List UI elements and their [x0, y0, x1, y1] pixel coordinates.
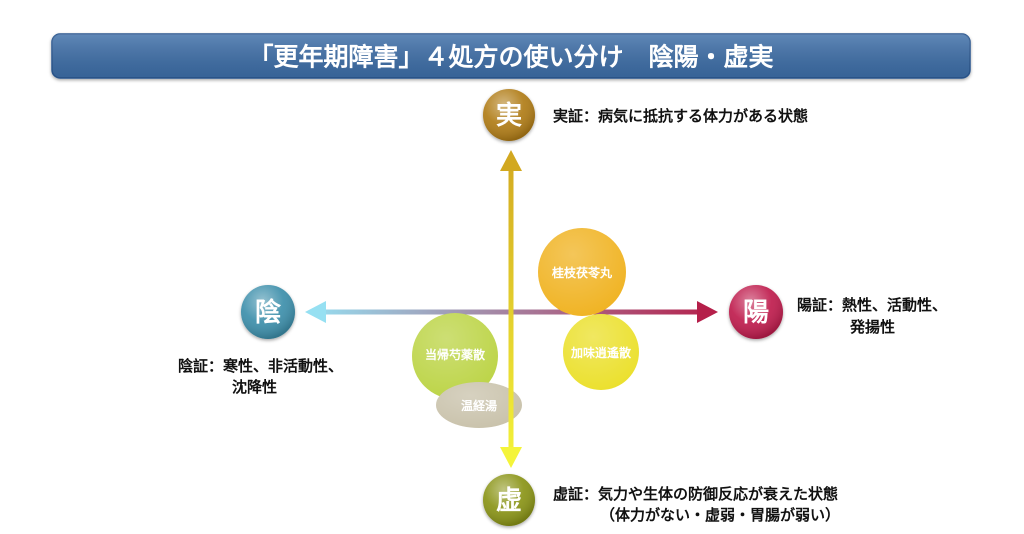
kyo-jitsu-axis-arrow — [500, 150, 522, 468]
pole-label: 実 — [496, 100, 522, 131]
pole-description: 実証：病気に抵抗する体力がある状態 — [553, 107, 808, 125]
arrowhead-left-icon — [305, 301, 326, 323]
formula-tokishakuyakusan: 当帰芍薬散 — [412, 313, 498, 399]
title-bar: 「更年期障害」４処方の使い分け 陰陽・虚実 — [51, 33, 971, 79]
arrowhead-up-icon — [500, 150, 522, 171]
formula-label: 温経湯 — [461, 398, 497, 413]
pole-badge-gloss — [483, 474, 535, 526]
formula-label: 当帰芍薬散 — [425, 347, 486, 362]
pole-label: 陰 — [255, 297, 282, 328]
pole-description: 陰証：寒性、非活動性、 — [178, 357, 343, 375]
pole-badge-gloss — [729, 285, 783, 339]
pole-description-line-2: 沈降性 — [232, 378, 277, 396]
pole-description: 陽証：熱性、活動性、 — [797, 296, 947, 314]
pole-kyo: 虚 虚証：気力や生体の防御反応が衰えた状態 （体力がない・虚弱・胃腸が弱い） — [483, 474, 840, 526]
pole-badge-gloss — [241, 285, 295, 339]
page-title: 「更年期障害」４処方の使い分け 陰陽・虚実 — [248, 43, 773, 72]
pole-label: 虚 — [496, 486, 522, 516]
pole-badge-gloss — [483, 89, 535, 141]
title-bar-sheen — [52, 34, 970, 78]
formula-unkeito: 温経湯 — [436, 382, 522, 428]
formula-bubble-gloss — [436, 382, 522, 428]
pole-description-line-2: 発揚性 — [849, 318, 895, 336]
formula-kamishoyosan: 加味逍遙散 — [563, 314, 639, 390]
pole-description: 虚証：気力や生体の防御反応が衰えた状態 — [553, 485, 838, 503]
pole-label: 陽 — [743, 298, 769, 328]
formula-bubble-gloss — [412, 313, 498, 399]
formula-label: 桂枝茯苓丸 — [551, 265, 613, 280]
pole-yo: 陽 陽証：熱性、活動性、 発揚性 — [729, 285, 947, 339]
arrowhead-down-icon — [500, 447, 522, 468]
formula-bubble-gloss — [538, 228, 626, 316]
pole-in: 陰 陰証：寒性、非活動性、 沈降性 — [178, 285, 343, 396]
formula-bubble-gloss — [563, 314, 639, 390]
formula-keishibukuryogan: 桂枝茯苓丸 — [538, 228, 626, 316]
arrowhead-right-icon — [697, 301, 718, 323]
pole-description-line-2: （体力がない・虚弱・胃腸が弱い） — [600, 506, 840, 524]
formula-label: 加味逍遙散 — [570, 345, 632, 360]
pole-jitsu: 実 実証：病気に抵抗する体力がある状態 — [483, 89, 808, 141]
